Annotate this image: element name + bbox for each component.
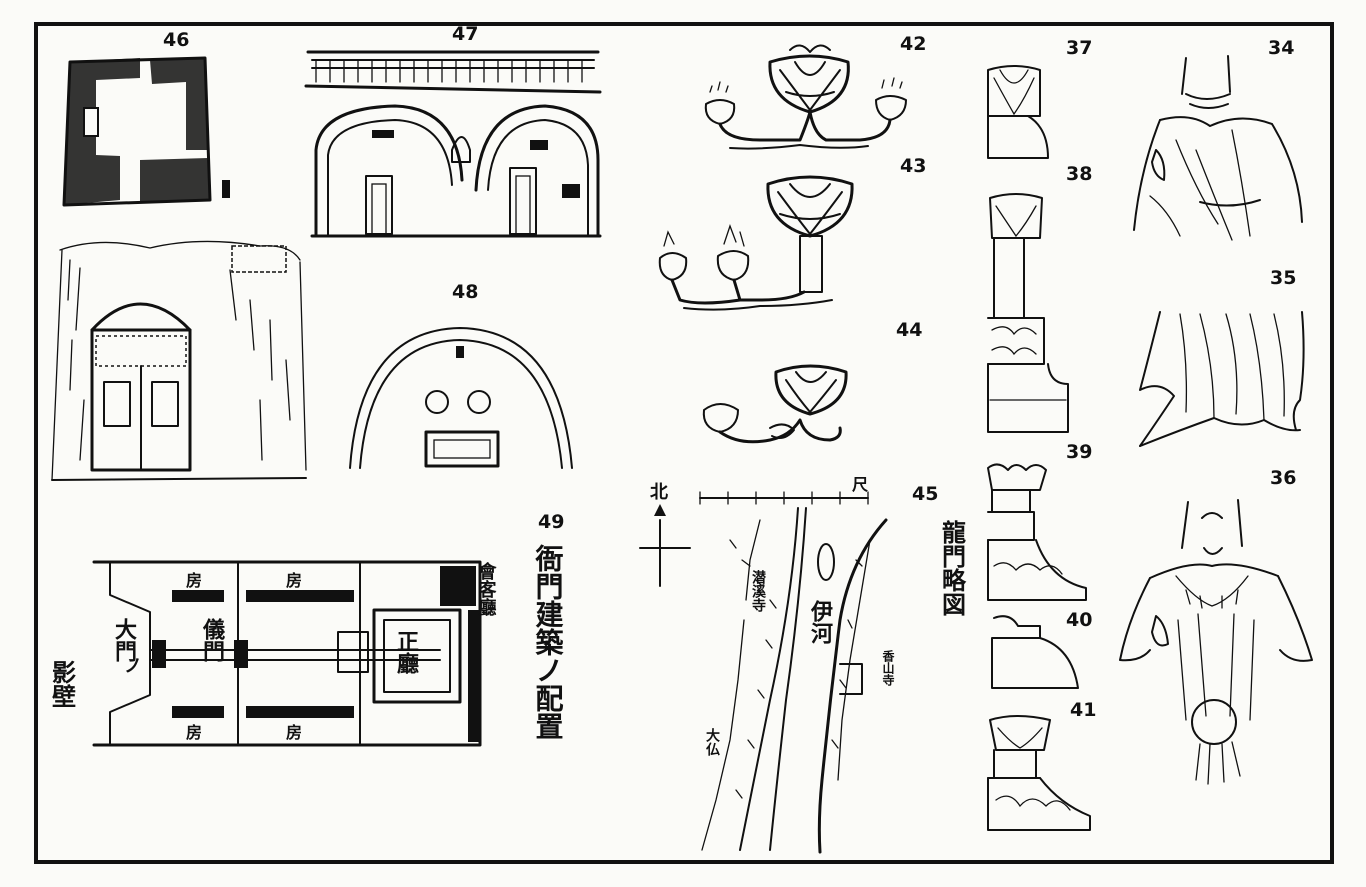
figure-41-base-profile: 41 — [987, 699, 1096, 831]
label-room-bottom-left: 房 — [186, 723, 202, 742]
figure-48-arch: 48 — [349, 281, 573, 469]
map-scale-label: 尺 — [852, 475, 868, 494]
label-room-top-left: 房 — [186, 571, 202, 590]
figure-34-number: 34 — [1268, 37, 1294, 59]
map-river-label: 伊河 — [807, 599, 834, 645]
label-room-top-right: 房 — [286, 571, 302, 590]
figure-39-base-profile: 39 — [987, 441, 1092, 601]
figure-45-longmen-map: 北 尺 龍門略図 伊河 潜溪寺 香山寺 大仏 45 — [639, 475, 967, 854]
figure-43-number: 43 — [900, 155, 926, 177]
label-main-gate: 大門 — [111, 618, 137, 663]
label-room-bottom-right: 房 — [286, 723, 302, 742]
figure-45-number: 45 — [912, 483, 938, 505]
plan-49-title: 衙門建築ノ配置 — [532, 543, 565, 740]
map-45-title: 龍門略図 — [938, 519, 967, 616]
figure-46-number: 46 — [163, 29, 189, 51]
plate-border — [34, 22, 1334, 864]
figure-43-lotus-candelabrum: 43 — [658, 155, 926, 311]
label-gate-suffix: ノ — [124, 656, 142, 677]
figure-44-number: 44 — [896, 319, 922, 341]
label-screen-wall: 影壁 — [48, 660, 77, 708]
figure-48-number: 48 — [452, 281, 478, 303]
figure-49-yamen-plan: 影壁 大門 ノ 儀門 正廳 會客廳 房 房 房 房 衙門建築ノ配置 49 — [48, 511, 565, 747]
figure-40-number: 40 — [1066, 609, 1092, 631]
figure-34-robed-figure: 34 — [1133, 37, 1303, 241]
label-main-hall: 正廳 — [393, 630, 419, 675]
map-temple-right-label: 香山寺 — [881, 649, 895, 687]
figure-44-lotus-candelabrum: 44 — [702, 319, 922, 444]
figure-47-cave-facade: 47 — [304, 23, 602, 238]
figure-41-number: 41 — [1070, 699, 1096, 721]
map-temple-left-label: 潜溪寺 — [750, 569, 766, 613]
figure-37-capital-profile: 37 — [987, 37, 1092, 159]
figure-47-number: 47 — [452, 23, 478, 45]
figure-35-drapery: 35 — [1139, 267, 1305, 447]
figure-42-lotus-candelabrum: 42 — [704, 33, 926, 150]
figure-39-number: 39 — [1066, 441, 1092, 463]
figure-46-cave-plan: 46 — [62, 29, 230, 207]
figure-35-number: 35 — [1270, 267, 1296, 289]
cave-entrance-sketch — [51, 240, 307, 481]
map-great-buddha-label: 大仏 — [704, 727, 720, 757]
figure-37-number: 37 — [1066, 37, 1092, 59]
figure-38-column-profile: 38 — [987, 163, 1092, 433]
figure-36-bodhisattva-figure: 36 — [1119, 467, 1313, 785]
figure-38-number: 38 — [1066, 163, 1092, 185]
figure-49-number: 49 — [538, 511, 564, 533]
map-north-label: 北 — [650, 482, 668, 503]
figure-42-number: 42 — [900, 33, 926, 55]
label-ceremonial-gate: 儀門 — [199, 617, 226, 663]
figure-40-base-profile: 40 — [991, 609, 1092, 689]
figure-36-number: 36 — [1270, 467, 1296, 489]
label-reception-hall: 會客廳 — [476, 561, 497, 617]
